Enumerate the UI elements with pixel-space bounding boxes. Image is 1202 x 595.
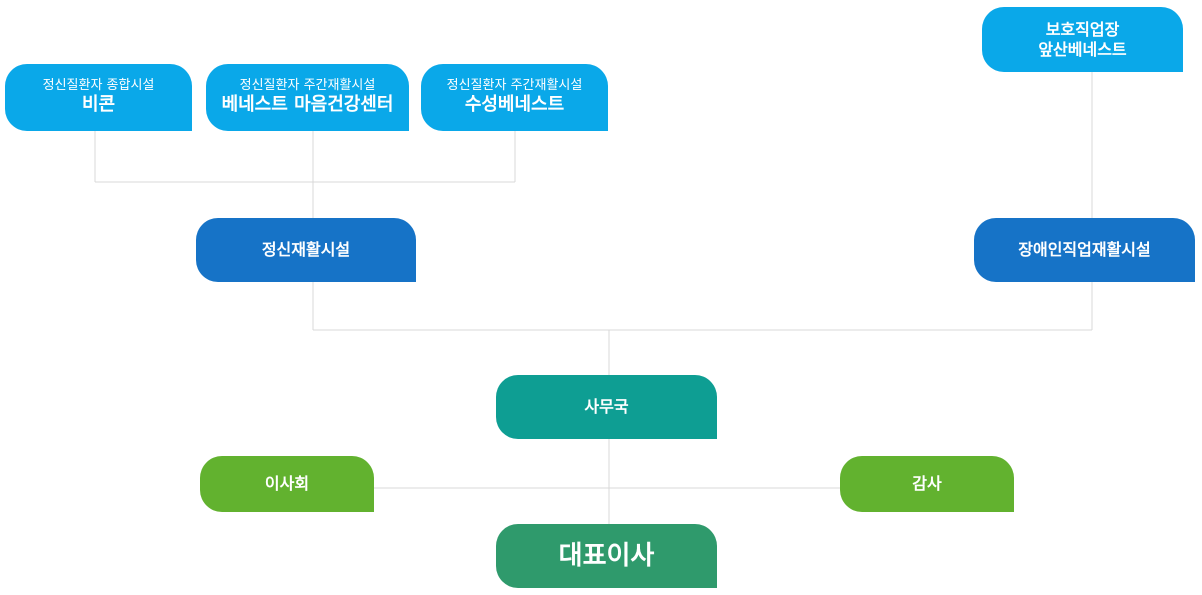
- node-susung-subtitle: 정신질환자 주간재활시설: [446, 78, 583, 94]
- node-benest-center-subtitle: 정신질환자 주간재활시설: [239, 78, 376, 94]
- node-susung-title: 수성베네스트: [464, 94, 565, 116]
- node-disability-rehab-title: 장애인직업재활시설: [1018, 240, 1151, 259]
- node-board-title: 이사회: [264, 474, 310, 493]
- node-bicon-subtitle: 정신질환자 종합시설: [42, 78, 155, 94]
- node-board[interactable]: 이사회: [200, 456, 374, 512]
- node-benest-center-title: 베네스트 마음건강센터: [221, 94, 394, 116]
- node-disability-rehab[interactable]: 장애인직업재활시설: [974, 218, 1195, 282]
- node-secretariat-title: 사무국: [584, 397, 629, 416]
- node-bicon[interactable]: 정신질환자 종합시설 비콘: [5, 64, 192, 131]
- node-protected-workplace[interactable]: 보호직업장 앞산베네스트: [982, 7, 1183, 72]
- node-mental-rehab[interactable]: 정신재활시설: [196, 218, 416, 282]
- node-susung[interactable]: 정신질환자 주간재활시설 수성베네스트: [421, 64, 608, 131]
- node-protected-workplace-line1: 보호직업장: [1045, 19, 1120, 39]
- node-secretariat[interactable]: 사무국: [496, 375, 717, 439]
- node-mental-rehab-title: 정신재활시설: [261, 240, 351, 259]
- node-protected-workplace-line2: 앞산베네스트: [1038, 39, 1127, 59]
- node-auditor[interactable]: 감사: [840, 456, 1014, 512]
- node-ceo-title: 대표이사: [558, 540, 655, 571]
- node-auditor-title: 감사: [912, 474, 942, 493]
- node-benest-center[interactable]: 정신질환자 주간재활시설 베네스트 마음건강센터: [206, 64, 409, 131]
- node-bicon-title: 비콘: [81, 94, 116, 116]
- node-ceo[interactable]: 대표이사: [496, 524, 717, 588]
